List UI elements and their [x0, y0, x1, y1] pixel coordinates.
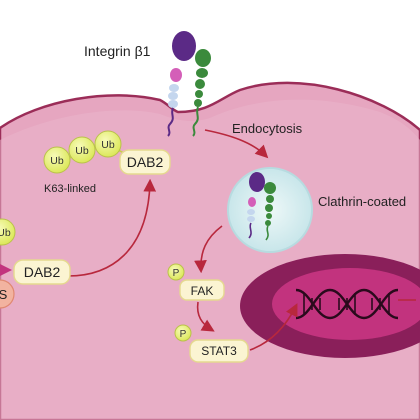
dna-helix-icon: [295, 288, 399, 320]
endocytosis-arrow: [204, 129, 269, 159]
dab2-left-box: [13, 259, 71, 285]
clathrin-label: Clathrin-coated: [318, 194, 406, 209]
vesicle-to-fak-arrow: [194, 225, 223, 274]
fak-label: FAK: [191, 284, 214, 298]
ubiquitin-2: [68, 136, 96, 164]
endocytosis-label: Endocytosis: [232, 121, 303, 136]
ubiquitin-3: [94, 130, 122, 158]
phospho-label: P: [173, 268, 180, 279]
dab2-left-label: DAB2: [24, 264, 61, 280]
ub-label: Ub: [101, 139, 115, 151]
partial-s-label: S: [0, 287, 8, 302]
stat3-to-nucleus-arrow: [249, 303, 298, 351]
ub-label: Ub: [0, 227, 11, 239]
phospho-badge: [174, 324, 192, 342]
integrin-label: Integrin β1: [84, 43, 151, 59]
stat3-label: STAT3: [201, 344, 237, 358]
ubiquitin-left: [0, 218, 16, 246]
ub-label: Ub: [50, 155, 64, 167]
stat3-box: [189, 339, 249, 363]
partial-s-circle: [0, 279, 15, 309]
dab2-translocation-arrow: [67, 178, 157, 277]
pink-marker: [0, 264, 12, 276]
dab2-top-box: [119, 149, 171, 175]
dab2-top-label: DAB2: [127, 154, 164, 170]
fak-to-stat3-arrow: [196, 301, 215, 332]
fak-box: [179, 279, 225, 301]
k63-label: K63-linked: [44, 183, 96, 195]
ub-label: Ub: [75, 145, 89, 157]
internalized-integrin-icon: [247, 172, 276, 241]
phospho-label: P: [180, 329, 187, 340]
integrin-receptor-icon: [167, 31, 211, 137]
ubiquitin-1: [43, 146, 71, 174]
phospho-badge: [167, 263, 185, 281]
